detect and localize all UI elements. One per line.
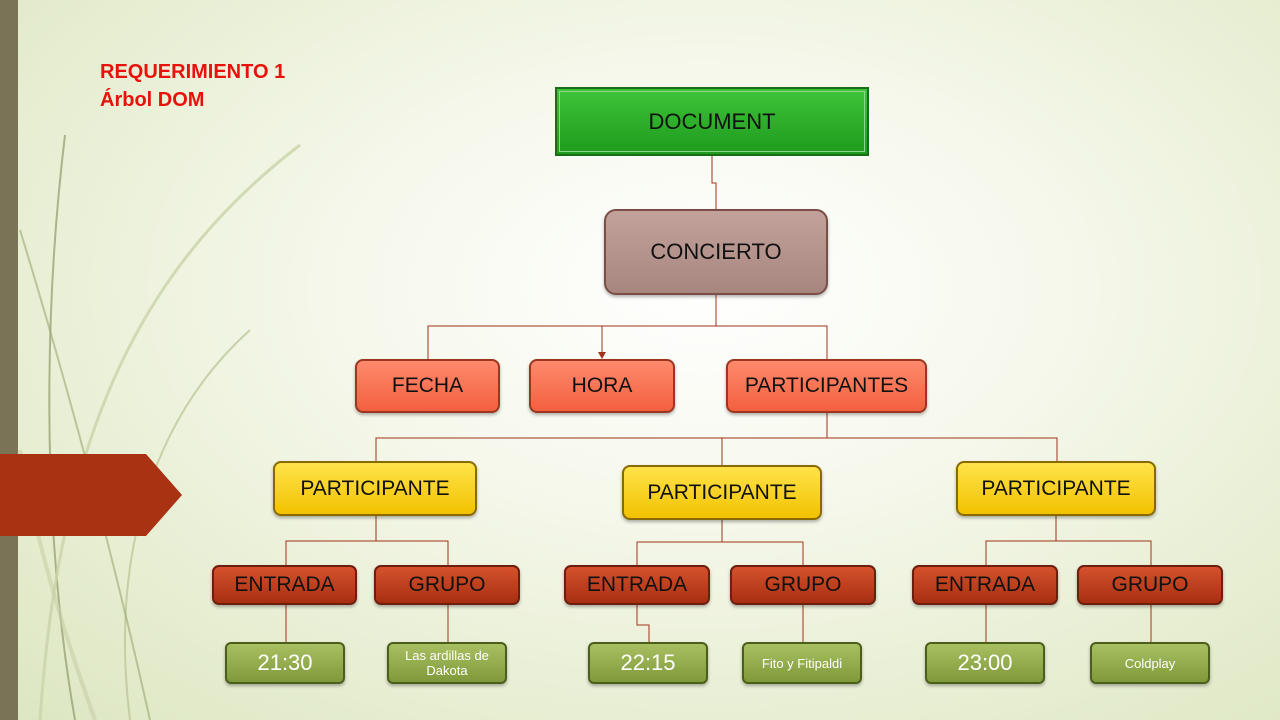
group-name-leaf-3: Coldplay — [1090, 642, 1210, 684]
arrow-shape — [0, 454, 182, 536]
title-line-1: REQUERIMIENTO 1 — [100, 61, 286, 83]
grupo-node-1: GRUPO — [374, 565, 520, 605]
slide-title: REQUERIMIENTO 1 Árbol DOM — [100, 58, 285, 114]
entrada-node-2: ENTRADA — [564, 565, 710, 605]
grupo-node-2: GRUPO — [730, 565, 876, 605]
participante-node-1: PARTICIPANTE — [273, 461, 477, 516]
time-leaf-1: 21:30 — [225, 642, 345, 684]
grupo-node-3: GRUPO — [1077, 565, 1223, 605]
concierto-node: CONCIERTO — [604, 209, 828, 295]
group-name-leaf-2: Fito y Fitipaldi — [742, 642, 862, 684]
fecha-node: FECHA — [355, 359, 500, 413]
group-name-leaf-1: Las ardillas de Dakota — [387, 642, 507, 684]
document-node: DOCUMENT — [555, 87, 869, 156]
left-accent-bar — [0, 0, 18, 720]
title-line-2: Árbol DOM — [100, 89, 205, 111]
entrada-node-3: ENTRADA — [912, 565, 1058, 605]
hora-node: HORA — [529, 359, 675, 413]
entrada-node-1: ENTRADA — [212, 565, 357, 605]
participante-node-3: PARTICIPANTE — [956, 461, 1156, 516]
time-leaf-3: 23:00 — [925, 642, 1045, 684]
participante-node-2: PARTICIPANTE — [622, 465, 822, 520]
time-leaf-2: 22:15 — [588, 642, 708, 684]
participantes-node: PARTICIPANTES — [726, 359, 927, 413]
